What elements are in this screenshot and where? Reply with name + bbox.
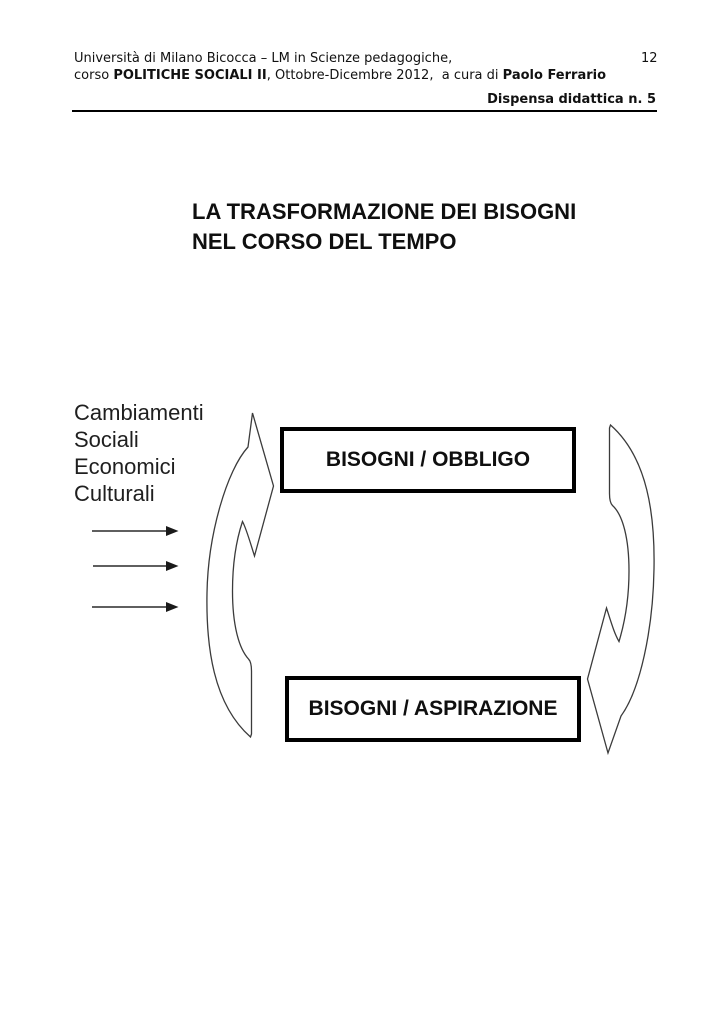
dispensa-label: Dispensa didattica n. 5 bbox=[487, 92, 656, 107]
drivers-label-line: Sociali bbox=[74, 427, 139, 452]
page-title-line1: LA TRASFORMAZIONE DEI BISOGNI bbox=[192, 199, 577, 224]
cycle-arrow-up-icon bbox=[206, 412, 275, 739]
header-divider bbox=[72, 110, 657, 112]
page-title: LA TRASFORMAZIONE DEI BISOGNI NEL CORSO … bbox=[192, 197, 576, 257]
header-line2: corso POLITICHE SOCIALI II, Ottobre-Dice… bbox=[74, 67, 606, 84]
header-line1: Università di Milano Bicocca – LM in Sci… bbox=[74, 51, 453, 66]
author-name: Paolo Ferrario bbox=[502, 68, 607, 83]
course-name: POLITICHE SOCIALI II bbox=[113, 68, 267, 83]
bisogni-obbligo-label: BISOGNI / OBBLIGO bbox=[325, 448, 531, 471]
cycle-arrow-down-icon bbox=[586, 423, 655, 756]
course-dates: , Ottobre-Dicembre 2012, a cura di bbox=[266, 68, 503, 83]
bisogni-aspirazione-label: BISOGNI / ASPIRAZIONE bbox=[308, 697, 558, 720]
driver-arrows bbox=[92, 526, 179, 612]
right-arrow-icon bbox=[92, 526, 179, 536]
right-arrow-icon bbox=[93, 561, 179, 571]
drivers-label-line: Cambiamenti bbox=[74, 400, 204, 425]
page-number: 12 bbox=[641, 51, 658, 66]
bisogni-obbligo-box: BISOGNI / OBBLIGO bbox=[280, 427, 576, 493]
drivers-label-line: Economici bbox=[74, 454, 176, 479]
course-prefix: corso bbox=[74, 68, 114, 83]
drivers-label-line: Culturali bbox=[74, 481, 155, 506]
bisogni-aspirazione-box: BISOGNI / ASPIRAZIONE bbox=[285, 676, 581, 742]
drivers-label: Cambiamenti Sociali Economici Culturali bbox=[74, 399, 204, 507]
page-title-line2: NEL CORSO DEL TEMPO bbox=[192, 229, 457, 254]
right-arrow-icon bbox=[92, 602, 179, 612]
